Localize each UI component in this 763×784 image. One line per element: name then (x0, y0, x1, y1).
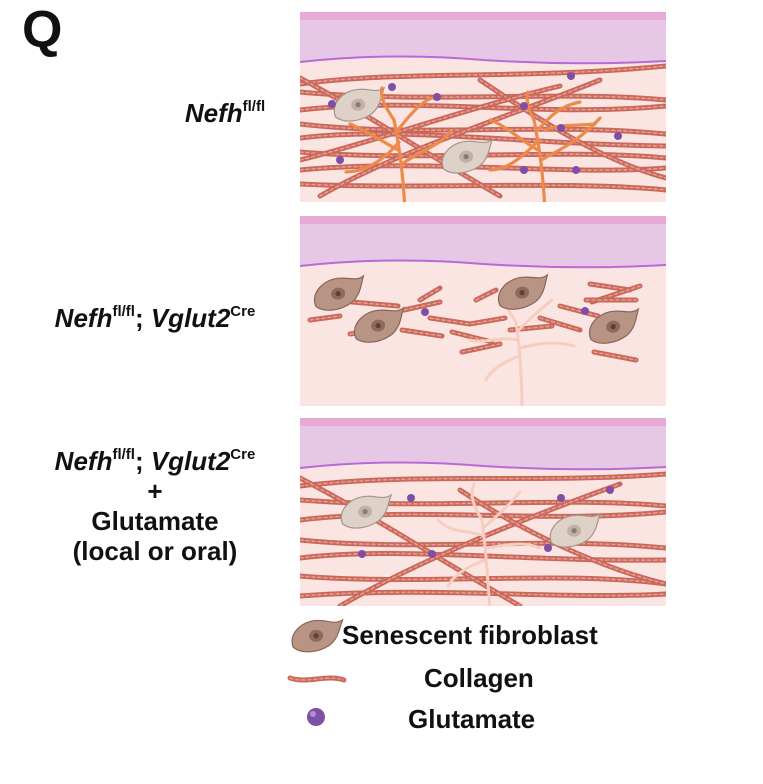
legend-collagen-icon (287, 675, 347, 683)
skin-panels (299, 12, 667, 606)
row-label-nefh-vglut2cre: Nefhfl/fl; Vglut2Cre (54, 303, 256, 333)
collagen-fiber (300, 475, 523, 606)
collagen-fiber (300, 537, 666, 551)
collagen-fiber (459, 341, 503, 355)
collagen-fiber (300, 589, 666, 599)
panel-letter: Q (22, 1, 63, 59)
glutamate-dot (572, 166, 580, 174)
dermis-content (300, 63, 666, 202)
sensory-nerve (436, 482, 542, 606)
fibroblast-light (549, 512, 602, 548)
epidermis (300, 426, 666, 470)
senescent-fibroblast (313, 274, 365, 311)
glutamate-dot (421, 308, 429, 316)
collagen-fiber (307, 313, 343, 323)
glutamate-dot (520, 166, 528, 174)
dermis-content (300, 471, 666, 606)
glutamate-dot (388, 83, 396, 91)
glutamate-dot (358, 550, 366, 558)
collagen-fiber (591, 349, 639, 363)
collagen-fiber (300, 471, 666, 489)
collagen-fiber (399, 327, 445, 339)
glutamate-dot (557, 494, 565, 502)
row-label-nefh-flfl: Nefhfl/fl (184, 98, 266, 128)
glutamate-dot (428, 550, 436, 558)
collagen-fiber (417, 285, 443, 303)
epidermis (300, 224, 666, 268)
glutamate-dot (407, 494, 415, 502)
glutamate-dot (433, 93, 441, 101)
legend-fibroblast-label: Senescent fibroblast (342, 620, 598, 650)
senescent-fibroblast (291, 618, 344, 653)
glutamate-dot (581, 307, 589, 315)
collagen-fiber (473, 287, 499, 303)
collagen-fiber (300, 121, 666, 137)
glutamate-dot (520, 102, 528, 110)
stratum-corneum (300, 216, 666, 224)
senescent-fibroblast (497, 273, 549, 310)
fibroblast-light (340, 493, 393, 529)
stratum-corneum (300, 12, 666, 20)
collagen-fiber (300, 63, 666, 87)
glutamate-dot (614, 132, 622, 140)
legend-glutamate-label: Glutamate (408, 704, 536, 734)
fibroblast-light (333, 86, 386, 122)
legend-collagen-label: Collagen (424, 663, 534, 693)
collagen-fiber (300, 163, 666, 173)
panel-knockout (299, 216, 667, 406)
collagen-fiber (337, 481, 623, 606)
row-label-nefh-vglut2cre-glutamate: Nefhfl/fl; Vglut2Cre+Glutamate(local or … (54, 446, 256, 566)
epidermis (300, 20, 666, 64)
senescent-fibroblast (588, 307, 640, 344)
collagen-fiber (300, 131, 666, 149)
collagen-fiber (300, 149, 666, 161)
collagen-fiber (349, 299, 401, 309)
glutamate-dot (606, 486, 614, 494)
senescent-fibroblast (353, 306, 405, 343)
basement-membrane (299, 461, 667, 471)
collagen-fiber (537, 315, 583, 333)
collagen-fiber (427, 315, 508, 327)
collagen-fiber (300, 181, 666, 193)
fibroblast-light (441, 138, 494, 174)
dermis-content (307, 273, 643, 406)
legend-glutamate-icon (307, 708, 325, 726)
glutamate-dot (557, 124, 565, 132)
collagen-fiber (317, 77, 603, 199)
collagen-fiber (300, 551, 666, 563)
basement-membrane (299, 259, 667, 269)
panel-glutamate-rescue (299, 418, 667, 606)
basement-membrane (299, 55, 667, 65)
collagen-fiber (300, 83, 563, 163)
collagen-fiber (287, 675, 347, 683)
panel-control (299, 12, 667, 202)
stratum-corneum (300, 418, 666, 426)
collagen-fiber (477, 77, 666, 181)
legend-icons (287, 618, 347, 726)
collagen-fiber (401, 299, 443, 313)
glutamate-dot (328, 100, 336, 108)
glutamate-dot (336, 156, 344, 164)
collagen-fiber (557, 303, 601, 319)
glutamate-dot (567, 72, 575, 80)
glutamate-dot (544, 544, 552, 552)
